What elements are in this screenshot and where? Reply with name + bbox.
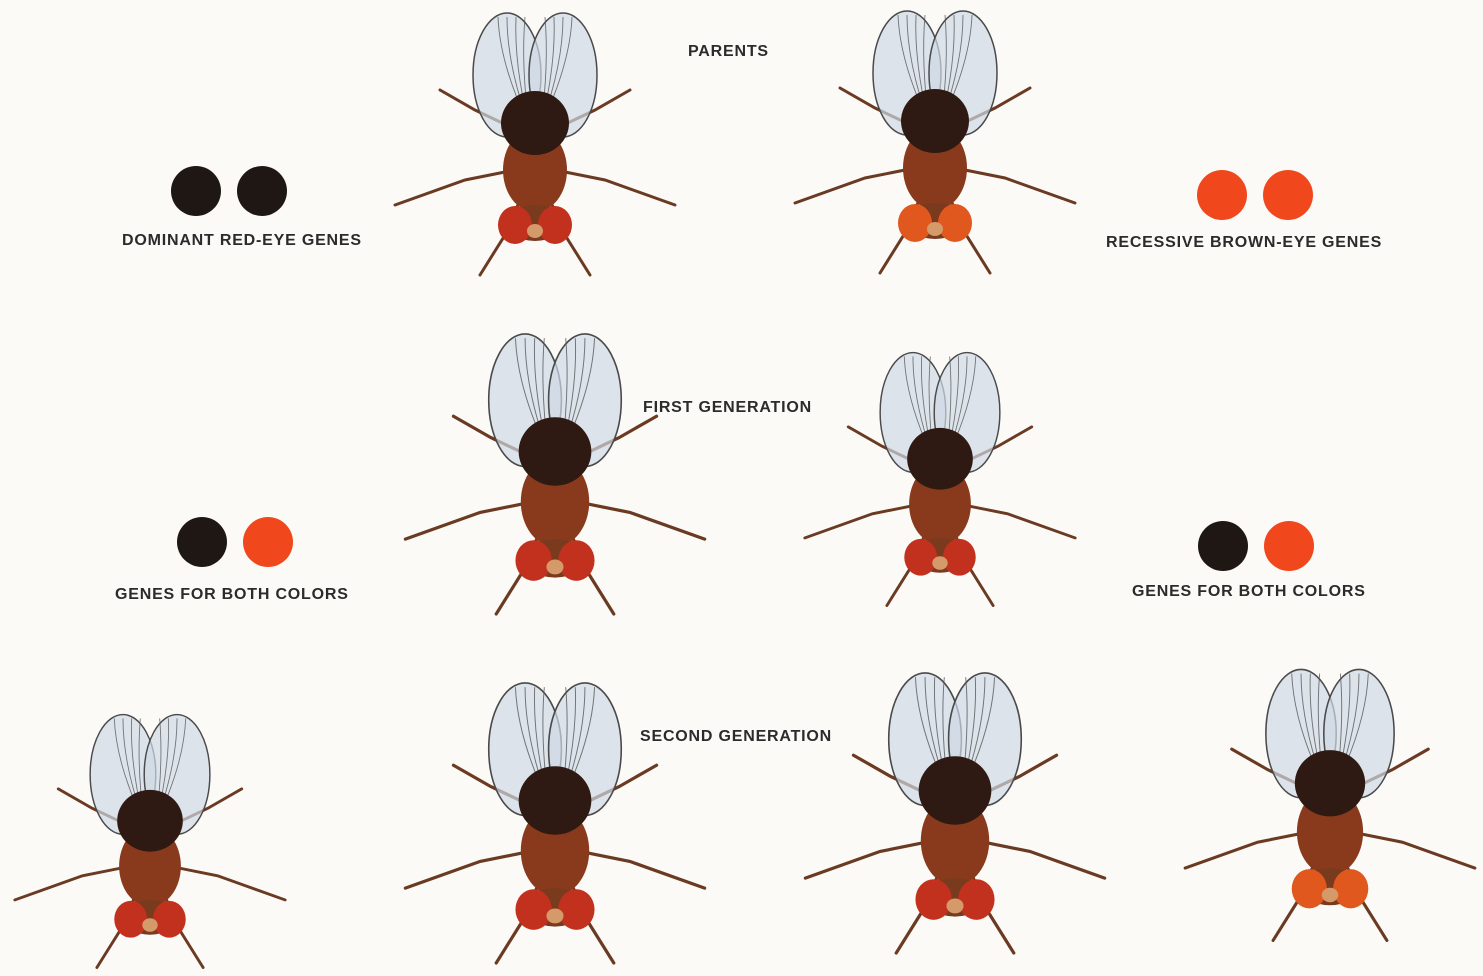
fly-eye (114, 901, 147, 938)
fly-leg (15, 866, 131, 900)
fly-eye (558, 889, 594, 930)
fly-eye (915, 879, 951, 920)
fly-leg (959, 504, 1075, 538)
fly-leg (576, 502, 704, 539)
gene-circle (1264, 521, 1314, 571)
fly-face (142, 918, 157, 932)
gene-circle (243, 517, 293, 567)
fly-second-generation-4 (1180, 662, 1480, 950)
fly-leg (955, 168, 1075, 203)
fly-leg (805, 504, 921, 538)
fly-eye (1292, 869, 1327, 908)
fly-face (546, 908, 563, 923)
fly-thorax (519, 417, 592, 485)
fly-parent-brown-eye (790, 8, 1080, 278)
parents-label: PARENTS (688, 43, 769, 61)
fly-leg (1185, 832, 1309, 868)
fly-thorax (501, 91, 569, 155)
fly-eye (958, 879, 994, 920)
fly-leg (555, 170, 675, 205)
gene-circle (1263, 170, 1313, 220)
gene-circle (177, 517, 227, 567)
fly-leg (395, 170, 515, 205)
fly-first-generation-1 (400, 330, 710, 620)
gene-label-parent-right: RECESSIVE BROWN-EYE GENES (1106, 234, 1382, 252)
fly-leg (805, 841, 933, 878)
fly-face (946, 898, 963, 913)
gene-label-first-left: GENES FOR BOTH COLORS (115, 586, 349, 604)
fly-second-generation-2 (400, 675, 710, 973)
gene-pair-parent-left (171, 166, 291, 218)
fly-first-generation-2 (800, 345, 1080, 615)
fly-eye (538, 206, 572, 244)
fly-thorax (919, 756, 992, 824)
fly-face (932, 556, 947, 570)
fly-face (546, 559, 563, 574)
fly-eye (558, 540, 594, 581)
fly-thorax (901, 89, 969, 153)
fly-eye (943, 539, 976, 576)
fly-leg (795, 168, 915, 203)
fly-eye (1333, 869, 1368, 908)
fly-eye (153, 901, 186, 938)
gene-circle (1198, 521, 1248, 571)
gene-label-parent-left: DOMINANT RED-EYE GENES (122, 232, 362, 250)
fly-face (927, 222, 943, 236)
gene-circle (171, 166, 221, 216)
gene-pair-first-right (1198, 521, 1318, 573)
fly-thorax (1295, 750, 1365, 816)
gene-label-first-right: GENES FOR BOTH COLORS (1132, 583, 1366, 601)
fly-leg (576, 851, 704, 888)
fly-eye (904, 539, 937, 576)
gene-circle (237, 166, 287, 216)
fly-face (527, 224, 543, 238)
fly-eye (898, 204, 932, 242)
gene-pair-parent-right (1197, 170, 1317, 222)
fly-eye (938, 204, 972, 242)
gene-circle (1197, 170, 1247, 220)
gene-pair-first-left (177, 517, 297, 569)
fly-face (1322, 888, 1339, 902)
fly-leg (405, 851, 533, 888)
fly-thorax (907, 428, 973, 490)
fly-second-generation-3 (800, 665, 1110, 963)
fly-leg (169, 866, 285, 900)
fly-leg (976, 841, 1104, 878)
fly-thorax (117, 790, 183, 852)
fly-parent-red-eye (390, 10, 680, 280)
fly-second-generation-1 (10, 710, 290, 974)
fly-eye (515, 540, 551, 581)
fly-leg (1351, 832, 1475, 868)
fly-thorax (519, 766, 592, 834)
fly-eye (515, 889, 551, 930)
fly-leg (405, 502, 533, 539)
fly-eye (498, 206, 532, 244)
